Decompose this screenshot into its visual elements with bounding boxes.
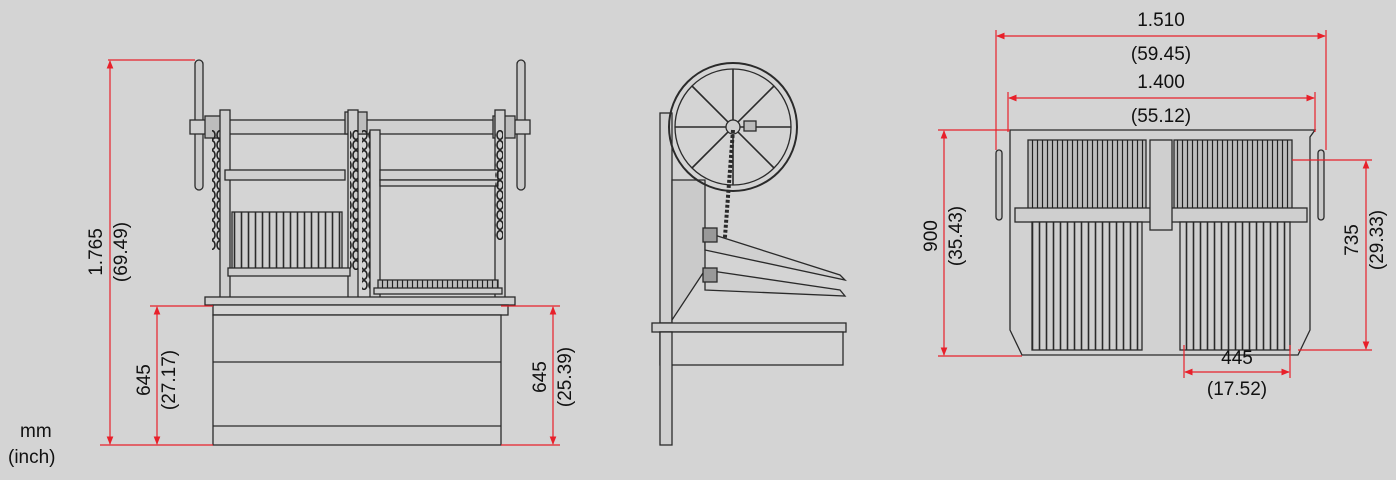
dim-left-base-mm: 645 bbox=[134, 364, 155, 396]
dimension-lines bbox=[100, 30, 1372, 446]
top-left-grill bbox=[1027, 139, 1147, 213]
dim-depth-mm: 900 bbox=[921, 220, 942, 252]
top-right-grill bbox=[1173, 139, 1293, 213]
upper-grill-arm bbox=[704, 231, 848, 282]
dim-inner-width-mm: 1.400 bbox=[1137, 72, 1185, 93]
dim-right-base-mm: 645 bbox=[530, 361, 551, 393]
left-grill-grate bbox=[231, 211, 343, 273]
dim-grill-width-mm: 445 bbox=[1221, 348, 1253, 369]
dim-grill-width-inch: (17.52) bbox=[1207, 379, 1267, 400]
front-view bbox=[189, 59, 531, 446]
side-leg bbox=[659, 331, 673, 446]
left-chain bbox=[212, 130, 220, 250]
dim-depth-inch: (35.43) bbox=[946, 206, 967, 266]
dim-inner-width-inch: (55.12) bbox=[1131, 106, 1191, 127]
cooking-top bbox=[204, 296, 516, 306]
base-cabinet bbox=[212, 314, 502, 446]
dim-overall-width-mm: 1.510 bbox=[1137, 10, 1185, 31]
top-left-lower-grill bbox=[1031, 221, 1143, 351]
dim-inner-depth-inch: (29.33) bbox=[1367, 210, 1388, 270]
unit-label-mm: mm bbox=[20, 421, 52, 442]
center-chain-a bbox=[350, 130, 358, 270]
side-back-panel bbox=[659, 112, 673, 324]
unit-label-inch: (inch) bbox=[8, 447, 56, 468]
dim-right-base-inch: (25.39) bbox=[555, 347, 576, 407]
lower-grill-arm bbox=[704, 269, 847, 297]
dim-total-height-mm: 1.765 bbox=[86, 228, 107, 276]
dim-overall-width-inch: (59.45) bbox=[1131, 44, 1191, 65]
side-view bbox=[651, 62, 848, 446]
top-view bbox=[995, 129, 1325, 356]
side-chain bbox=[722, 129, 735, 251]
right-chain bbox=[495, 130, 503, 240]
dim-left-base-inch: (27.17) bbox=[159, 350, 180, 410]
dim-inner-depth-mm: 735 bbox=[1342, 224, 1363, 256]
center-chain-b bbox=[362, 130, 370, 290]
side-counter bbox=[651, 322, 847, 333]
top-right-lower-grill bbox=[1179, 221, 1291, 351]
dim-total-height-inch: (69.49) bbox=[111, 222, 132, 282]
crank-wheel bbox=[668, 62, 798, 192]
